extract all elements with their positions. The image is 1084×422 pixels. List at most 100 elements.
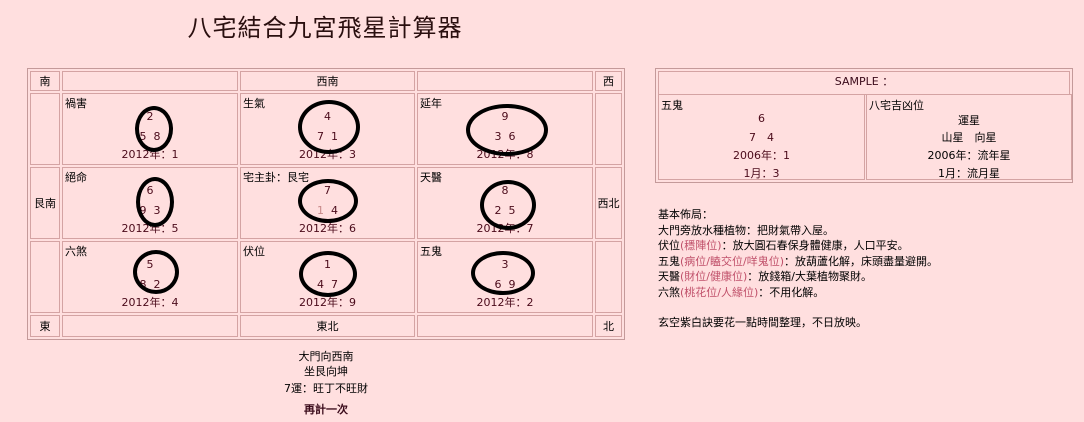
mountain-star: 2 <box>494 204 502 217</box>
annual-star: 2012年：8 <box>476 148 534 161</box>
water-star: 3 <box>153 204 161 217</box>
period-star: 2 <box>146 110 154 123</box>
note-line: 大門旁放水種植物：把財氣帶入屋。 <box>658 223 938 239</box>
note-alias: (桃花位/人緣位) <box>680 285 759 299</box>
note-text: 伏位 <box>658 239 680 252</box>
period-star: 9 <box>501 110 509 123</box>
period-star: 3 <box>501 258 509 271</box>
direction-gen-south: 艮南 <box>30 167 60 239</box>
direction-east: 東 <box>30 315 60 337</box>
direction-south: 南 <box>30 71 60 91</box>
water-star: 8 <box>153 130 161 143</box>
palace-label: 伏位 <box>243 245 265 258</box>
layout-notes: 基本佈局： 大門旁放水種植物：把財氣帶入屋。 伏位(穩陣位)：放大圓石春保身體健… <box>658 207 938 331</box>
recalculate-button[interactable]: 再計一次 <box>304 403 348 416</box>
note-text: ：放葫蘆化解，床頭盡量避開。 <box>784 254 938 268</box>
legend-annual-star: 2006年：流年星 <box>927 149 1011 162</box>
mountain-star: 7 <box>317 130 324 143</box>
annual-star: 2012年：5 <box>121 222 179 235</box>
direction-northwest: 西北 <box>595 167 622 239</box>
period-star: 4 <box>324 110 331 123</box>
sample-header: SAMPLE ： <box>658 71 1070 95</box>
palace-label: 延年 <box>420 97 442 110</box>
side-blank <box>595 93 622 165</box>
annual-star: 2012年：3 <box>299 148 356 161</box>
water-star: 5 <box>508 204 516 217</box>
note-text: 大門旁放水種植物：把財氣帶入屋。 <box>658 223 834 237</box>
water-star: 6 <box>508 130 516 143</box>
sample-palace-label: 五鬼 <box>661 99 683 112</box>
note-line: 伏位(穩陣位)：放大圓石春保身體健康，人口平安。 <box>658 238 938 254</box>
note-text: 天醫 <box>658 270 680 283</box>
mountain-star: 9 <box>139 204 147 217</box>
sitting-facing: 坐艮向坤 <box>304 365 348 378</box>
side-blank <box>595 241 622 313</box>
sample-mountain-water-stars: 7 4 <box>749 131 774 144</box>
palace-label: 天醫 <box>420 171 442 184</box>
mountain-star: 3 <box>494 130 502 143</box>
note-text: ：放大圓石春保身體健康，人口平安。 <box>721 239 909 252</box>
mountain-star: 8 <box>139 278 147 291</box>
direction-southwest: 西南 <box>240 71 415 91</box>
period-star: 5 <box>146 258 154 271</box>
note-text: ：不用化解。 <box>758 285 825 299</box>
mountain-star: 4 <box>317 278 324 291</box>
palace-label: 五鬼 <box>420 245 442 258</box>
legend-mountain-water-star: 山星 向星 <box>941 131 997 144</box>
blank-footer <box>417 315 593 337</box>
water-star: 9 <box>508 278 516 291</box>
period-star: 7 <box>324 184 331 197</box>
sample-monthly-star: 1月：3 <box>743 167 780 180</box>
side-blank <box>30 93 60 165</box>
water-star: 7 <box>331 278 338 291</box>
period-star: 1 <box>324 258 331 271</box>
sample-legend-table: SAMPLE ： 五鬼 6 7 4 2006年：1 1月：3 八宅吉凶位 運星 … <box>655 68 1073 183</box>
side-blank <box>30 241 60 313</box>
period-fortune: 7運：旺丁不旺財 <box>284 382 368 395</box>
page-title: 八宅結合九宮飛星計算器 <box>187 14 463 42</box>
palace-label: 禍害 <box>65 97 87 110</box>
annual-star: 2012年：7 <box>476 222 534 235</box>
note-text: 五鬼 <box>658 254 680 268</box>
note-alias: (病位/瞌交位/咩鬼位) <box>680 254 784 268</box>
annual-star: 2012年：6 <box>299 222 356 235</box>
direction-west: 西 <box>595 71 622 91</box>
legend-monthly-star: 1月：流月星 <box>938 167 1000 180</box>
palace-label: 絕命 <box>65 171 87 184</box>
water-star: 1 <box>331 130 338 143</box>
blank-footer <box>62 315 238 337</box>
direction-northeast: 東北 <box>240 315 415 337</box>
annual-star: 2012年：2 <box>476 296 534 309</box>
direction-north: 北 <box>595 315 622 337</box>
legend-period-star: 運星 <box>958 114 980 127</box>
palace-label: 宅主卦：艮宅 <box>243 171 309 184</box>
sample-annual-star: 2006年：1 <box>733 149 790 162</box>
annual-star: 2012年：4 <box>121 296 179 309</box>
sample-period-star: 6 <box>758 112 765 125</box>
blank-header <box>62 71 238 91</box>
note-text: ：放錢箱/大葉植物聚財。 <box>747 270 873 283</box>
sample-example-cell: 五鬼 6 7 4 2006年：1 1月：3 <box>658 94 865 180</box>
note-line: 六煞(桃花位/人緣位)：不用化解。 <box>658 285 938 301</box>
palace-label: 生氣 <box>243 97 265 110</box>
period-star: 8 <box>501 184 509 197</box>
annual-star: 2012年：9 <box>299 296 356 309</box>
note-text: 六煞 <box>658 285 680 299</box>
blank-header <box>417 71 593 91</box>
door-direction: 大門向西南 <box>298 350 354 363</box>
note-line: 天醫(財位/健康位)：放錢箱/大葉植物聚財。 <box>658 269 938 285</box>
mountain-star: 5 <box>139 130 147 143</box>
notes-heading: 基本佈局： <box>658 208 713 221</box>
mountain-star: 1 <box>317 204 324 217</box>
sample-legend-cell: 八宅吉凶位 運星 山星 向星 2006年：流年星 1月：流月星 <box>866 94 1072 180</box>
period-star: 6 <box>146 184 154 197</box>
